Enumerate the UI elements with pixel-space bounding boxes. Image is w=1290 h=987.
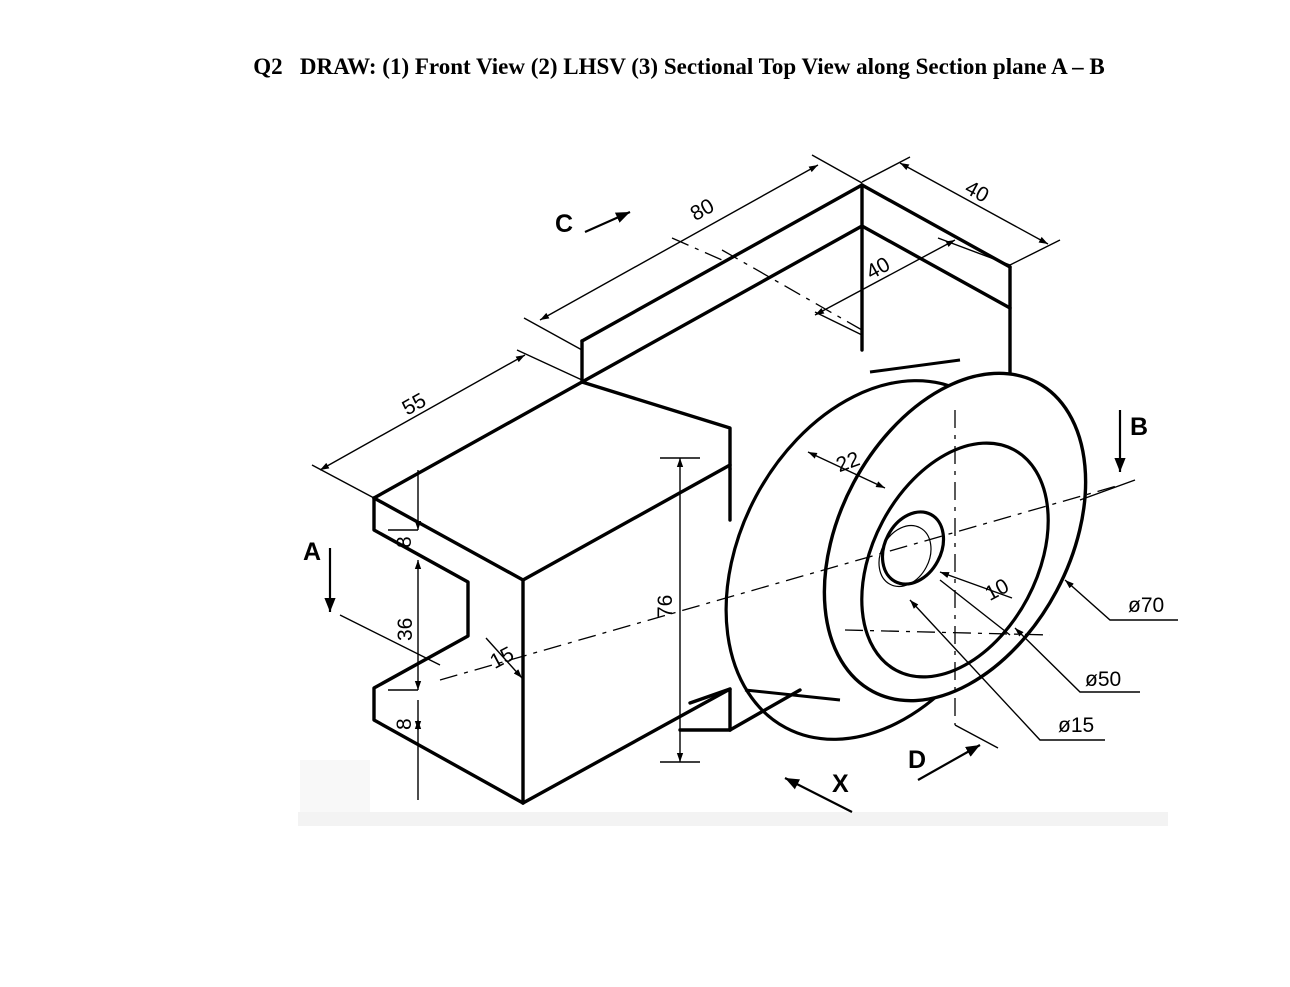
dim-dia-15: ø15 [1058,714,1094,737]
question-title: Q2 DRAW: (1) Front View (2) LHSV (3) Sec… [0,54,1290,80]
dim-55: 55 [398,389,430,420]
dim-36: 36 [394,618,417,641]
view-label-d: D [908,746,926,774]
dim-40-mid: 40 [862,253,894,284]
dim-dia-50: ø50 [1085,668,1121,691]
view-label-x: X [832,770,849,798]
dim-8-bottom: 8 [393,718,416,730]
dimension-lines [311,154,1178,813]
dim-dia-70: ø70 [1128,594,1164,617]
dim-40-top: 40 [961,176,992,207]
scan-smudges [298,760,1168,826]
question-number: Q2 [253,54,283,79]
outer-front-circle [822,371,1088,703]
view-label-c: C [555,210,573,238]
section-label-b: B [1130,413,1148,441]
small-hole-circle [880,510,946,586]
view-labels: A B C D X [303,210,1148,798]
inner-bore-circle [860,441,1050,679]
dim-8-top: 8 [393,536,416,548]
dim-76: 76 [654,595,677,618]
dim-80: 80 [687,194,719,225]
section-label-a: A [303,538,321,566]
question-text: DRAW: (1) Front View (2) LHSV (3) Sectio… [299,54,1105,79]
